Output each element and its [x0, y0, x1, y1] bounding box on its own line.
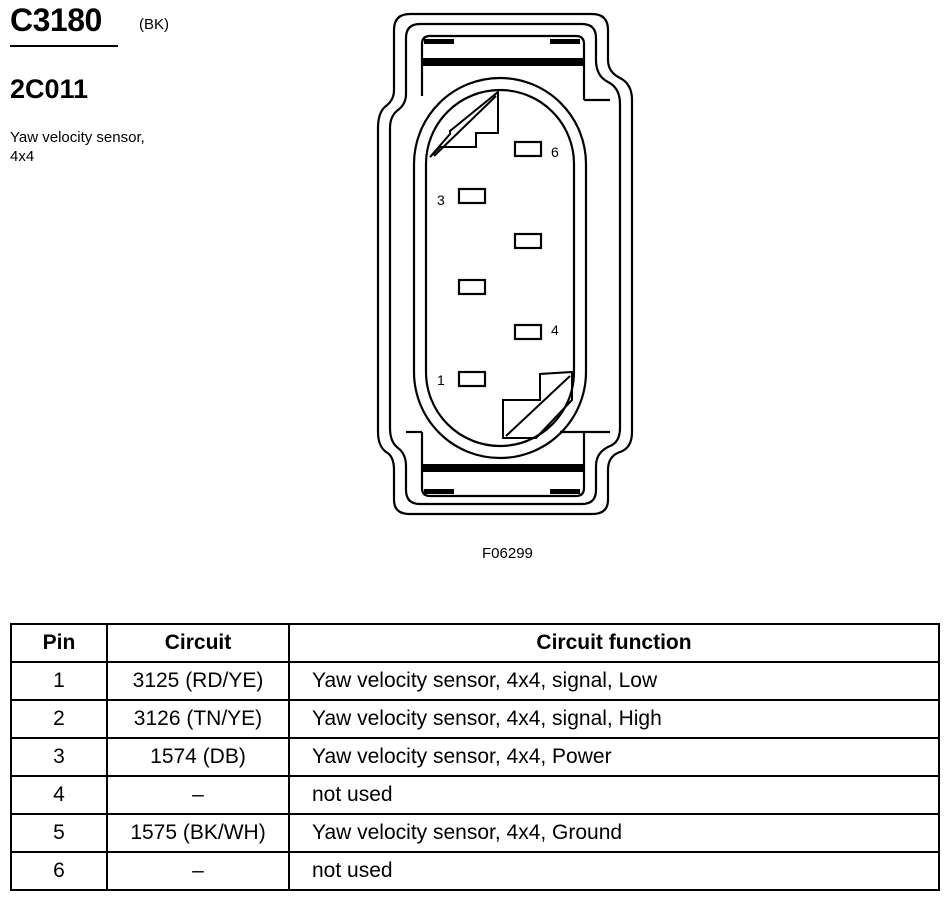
connector-id: C3180: [10, 2, 102, 38]
pin-table: Pin Circuit Circuit function 1 3125 (RD/…: [10, 623, 940, 891]
latch-frame-top: [420, 34, 586, 100]
cavity-outer-oval: [412, 76, 588, 460]
pin-table-header-row: Pin Circuit Circuit function: [10, 623, 940, 663]
header-circuit-function: Circuit function: [288, 623, 940, 663]
figure-id: F06299: [482, 545, 533, 562]
polarization-key-bottom: [502, 370, 573, 439]
connector-face-diagram: 1 3 4 6: [376, 12, 634, 516]
latch-bar-bottom: [422, 464, 584, 472]
terminal-cavity-6: [513, 140, 543, 158]
cell-circuit: 3125 (RD/YE): [106, 661, 290, 701]
cell-function: not used: [288, 775, 940, 815]
cell-pin: 4: [10, 775, 108, 815]
latch-bar-top: [422, 58, 584, 66]
cell-pin: 5: [10, 813, 108, 853]
cell-pin: 2: [10, 699, 108, 739]
cell-circuit: –: [106, 775, 290, 815]
polarization-key-top-diagonal: [433, 95, 497, 157]
pin-label-4: 4: [551, 322, 559, 338]
terminal-cavity-4: [513, 323, 543, 341]
cell-pin: 1: [10, 661, 108, 701]
housing-outer-outline: [376, 12, 634, 516]
housing-inner-outline: [388, 22, 622, 506]
header-circuit: Circuit: [106, 623, 290, 663]
part-number: 2C011: [10, 74, 89, 104]
cell-circuit: 1574 (DB): [106, 737, 290, 777]
table-row: 3 1574 (DB) Yaw velocity sensor, 4x4, Po…: [10, 737, 940, 777]
latch-bar-top-tab-right: [550, 39, 580, 44]
polarization-key-bottom-diagonal: [505, 375, 571, 437]
latch-bar-bottom-tab-right: [550, 489, 580, 494]
table-row: 1 3125 (RD/YE) Yaw velocity sensor, 4x4,…: [10, 661, 940, 701]
pin-label-3: 3: [437, 192, 445, 208]
pin-label-1: 1: [437, 372, 445, 388]
connector-id-underline: [10, 45, 118, 47]
cell-function: Yaw velocity sensor, 4x4, signal, High: [288, 699, 940, 739]
cell-circuit: 1575 (BK/WH): [106, 813, 290, 853]
table-row: 6 – not used: [10, 851, 940, 891]
header-pin: Pin: [10, 623, 108, 663]
cavity-inner-oval: [424, 88, 576, 448]
component-description: Yaw velocity sensor, 4x4: [10, 128, 200, 166]
latch-frame-bottom: [420, 432, 586, 498]
terminal-cavity-5: [513, 232, 543, 250]
cell-function: Yaw velocity sensor, 4x4, Power: [288, 737, 940, 777]
cell-pin: 6: [10, 851, 108, 891]
table-row: 4 – not used: [10, 775, 940, 815]
pin-label-6: 6: [551, 144, 559, 160]
component-description-line-2: 4x4: [10, 148, 35, 165]
terminal-cavity-3: [457, 187, 487, 205]
table-row: 2 3126 (TN/YE) Yaw velocity sensor, 4x4,…: [10, 699, 940, 739]
connector-color: (BK): [139, 16, 169, 33]
terminal-cavity-1: [457, 370, 487, 388]
latch-bar-bottom-tab-left: [424, 489, 454, 494]
cell-function: not used: [288, 851, 940, 891]
cell-pin: 3: [10, 737, 108, 777]
latch-bar-top-tab-left: [424, 39, 454, 44]
cell-circuit: –: [106, 851, 290, 891]
polarization-key-top: [429, 89, 499, 158]
cell-function: Yaw velocity sensor, 4x4, Ground: [288, 813, 940, 853]
table-row: 5 1575 (BK/WH) Yaw velocity sensor, 4x4,…: [10, 813, 940, 853]
terminal-cavity-2: [457, 278, 487, 296]
component-description-line-1: Yaw velocity sensor,: [10, 129, 145, 146]
cell-circuit: 3126 (TN/YE): [106, 699, 290, 739]
cell-function: Yaw velocity sensor, 4x4, signal, Low: [288, 661, 940, 701]
